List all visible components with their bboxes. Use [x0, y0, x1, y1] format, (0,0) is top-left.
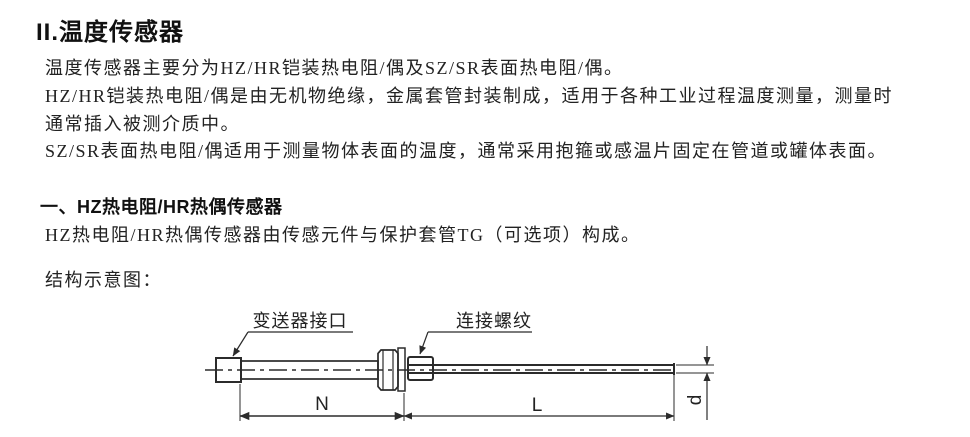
intro-line-1: 温度传感器主要分为HZ/HR铠装热电阻/偶及SZ/SR表面热电阻/偶。 — [45, 58, 624, 78]
page-title: II.温度传感器 — [36, 19, 185, 46]
transmitter-leader-line — [232, 331, 249, 357]
intro-line-3: 通常插入被测介质中。 — [45, 114, 240, 134]
transmitter-port-label: 变送器接口 — [253, 311, 348, 331]
section-body: HZ热电阻/HR热偶传感器由传感元件与保护套管TG（可选项）构成。 — [45, 225, 641, 245]
section-heading: 一、HZ热电阻/HR热偶传感器 — [40, 197, 283, 217]
intro-line-4: SZ/SR表面热电阻/偶适用于测量物体表面的温度，通常采用抱箍或感温片固定在管道… — [45, 141, 888, 161]
connection-thread-label: 连接螺纹 — [456, 311, 532, 331]
dim-d-label: d — [685, 395, 706, 406]
intro-line-2: HZ/HR铠装热电阻/偶是由无机物绝缘，金属套管封装制成，适用于各种工业过程温度… — [45, 86, 893, 106]
hex-nut — [377, 349, 399, 391]
washer-flange — [397, 347, 406, 392]
thread-fitting — [407, 356, 434, 381]
dim-l-label: L — [532, 395, 543, 416]
dim-n-label: N — [315, 394, 329, 415]
thread-leader-line — [419, 331, 429, 355]
diagram-caption: 结构示意图： — [45, 270, 162, 290]
